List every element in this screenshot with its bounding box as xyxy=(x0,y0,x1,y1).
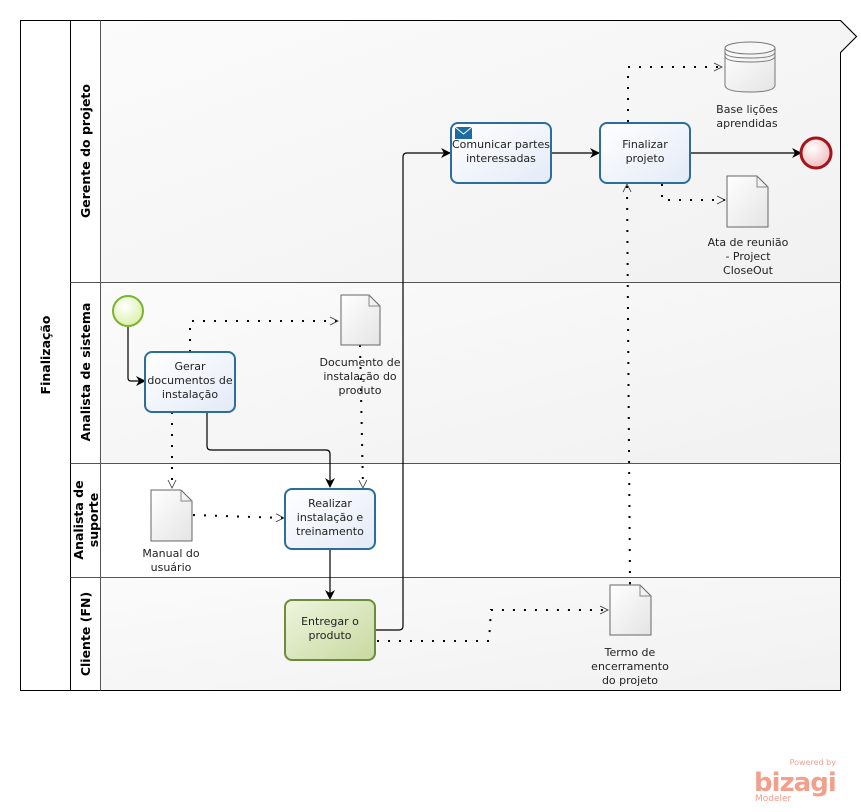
bizagi-watermark: Powered by bizagi Modeler xyxy=(754,758,837,804)
artifact-label-line: do projeto xyxy=(602,674,658,687)
lane-label-gerente[interactable]: Gerente do projeto xyxy=(78,84,93,218)
artifact-label-line: Base lições xyxy=(716,103,778,116)
task-gerar-documentos[interactable]: Gerar documentos de instalação xyxy=(144,351,236,413)
task-label-line: Comunicar partes xyxy=(452,138,550,151)
database-icon xyxy=(724,41,776,93)
document-instalacao-produto[interactable]: Documento de instalação do produto xyxy=(320,294,401,397)
lane-label-line: Analista de xyxy=(71,480,86,559)
artifact-label-line: - Project xyxy=(725,250,771,263)
task-label-line: Realizar xyxy=(308,497,352,510)
task-label-line: Finalizar xyxy=(622,138,668,151)
task-label-line: treinamento xyxy=(296,525,364,538)
watermark-powered: Powered by xyxy=(790,758,837,767)
document-icon xyxy=(609,584,652,636)
watermark-product: Modeler xyxy=(755,794,792,804)
task-label-line: projeto xyxy=(626,152,665,165)
lane-label-analista-suporte[interactable]: Analista de suporte xyxy=(71,480,101,559)
artifact-label-line: CloseOut xyxy=(723,264,774,277)
artifact-label-line: usuário xyxy=(151,561,192,574)
task-label-line: Entregar o xyxy=(301,615,359,628)
document-icon xyxy=(150,489,193,542)
task-finalizar-projeto[interactable]: Finalizar projeto xyxy=(599,122,691,184)
document-icon xyxy=(340,294,381,346)
lane-bg-analista-suporte xyxy=(101,463,840,577)
assoc-termo-to-finalizar[interactable] xyxy=(622,183,635,593)
assoc-finalizar-to-base[interactable] xyxy=(627,62,723,122)
task-label-line: instalação xyxy=(162,388,218,401)
task-label-line: produto xyxy=(309,629,352,642)
pool-border-top xyxy=(20,20,858,691)
lane-label-line: suporte xyxy=(86,493,101,548)
flow-start-to-gerar[interactable] xyxy=(127,326,146,386)
document-manual-usuario[interactable]: Manual do usuário xyxy=(142,489,200,574)
start-event[interactable] xyxy=(112,295,144,327)
task-realizar-instalacao[interactable]: Realizar instalação e treinamento xyxy=(284,488,376,550)
pool-label[interactable]: Finalização xyxy=(38,315,53,394)
data-store-base-licoes[interactable]: Base lições aprendidas xyxy=(716,41,778,130)
sequence-flows xyxy=(127,148,802,631)
artifact-label-line: encerramento xyxy=(591,660,669,673)
artifact-label-line: Manual do xyxy=(142,547,199,560)
lane-bg-cliente xyxy=(101,577,840,690)
artifact-label-line: instalação do xyxy=(323,370,397,383)
assoc-doc-to-realizar[interactable] xyxy=(358,344,368,489)
document-icon xyxy=(726,175,769,228)
assoc-manual-to-realizar[interactable] xyxy=(192,513,285,523)
task-label-line: instalação e xyxy=(297,511,364,524)
artifact-label-line: Documento de xyxy=(320,356,401,369)
artifact-label-line: aprendidas xyxy=(716,117,778,130)
watermark-brand: bizagi xyxy=(754,768,836,798)
end-event[interactable] xyxy=(799,136,833,170)
artifact-label-line: Ata de reunião xyxy=(708,236,789,249)
document-ata-reuniao[interactable]: Ata de reunião - Project CloseOut xyxy=(708,175,789,277)
artifact-label-line: Termo de xyxy=(604,646,656,659)
associations xyxy=(167,62,726,642)
task-comunicar-partes[interactable]: Comunicar partes interessadas xyxy=(450,122,552,184)
task-entregar-produto[interactable]: Entregar o produto xyxy=(284,599,376,661)
lane-label-analista-sistema[interactable]: Analista de sistema xyxy=(78,303,93,442)
task-label-line: Gerar xyxy=(174,360,206,373)
flow-gerar-to-realizar[interactable] xyxy=(206,412,335,488)
assoc-entregar-to-termo[interactable] xyxy=(377,605,609,642)
lane-bg-gerente-notch xyxy=(840,21,856,53)
document-termo-encerramento[interactable]: Termo de encerramento do projeto xyxy=(591,584,669,687)
lane-label-cliente[interactable]: Cliente (FN) xyxy=(78,592,93,676)
task-label-line: documentos de xyxy=(147,374,232,387)
artifact-label-line: produto xyxy=(339,384,382,397)
flow-entregar-to-comunicar[interactable] xyxy=(375,148,451,631)
envelope-icon xyxy=(454,126,473,139)
task-label-line: interessadas xyxy=(466,152,536,165)
